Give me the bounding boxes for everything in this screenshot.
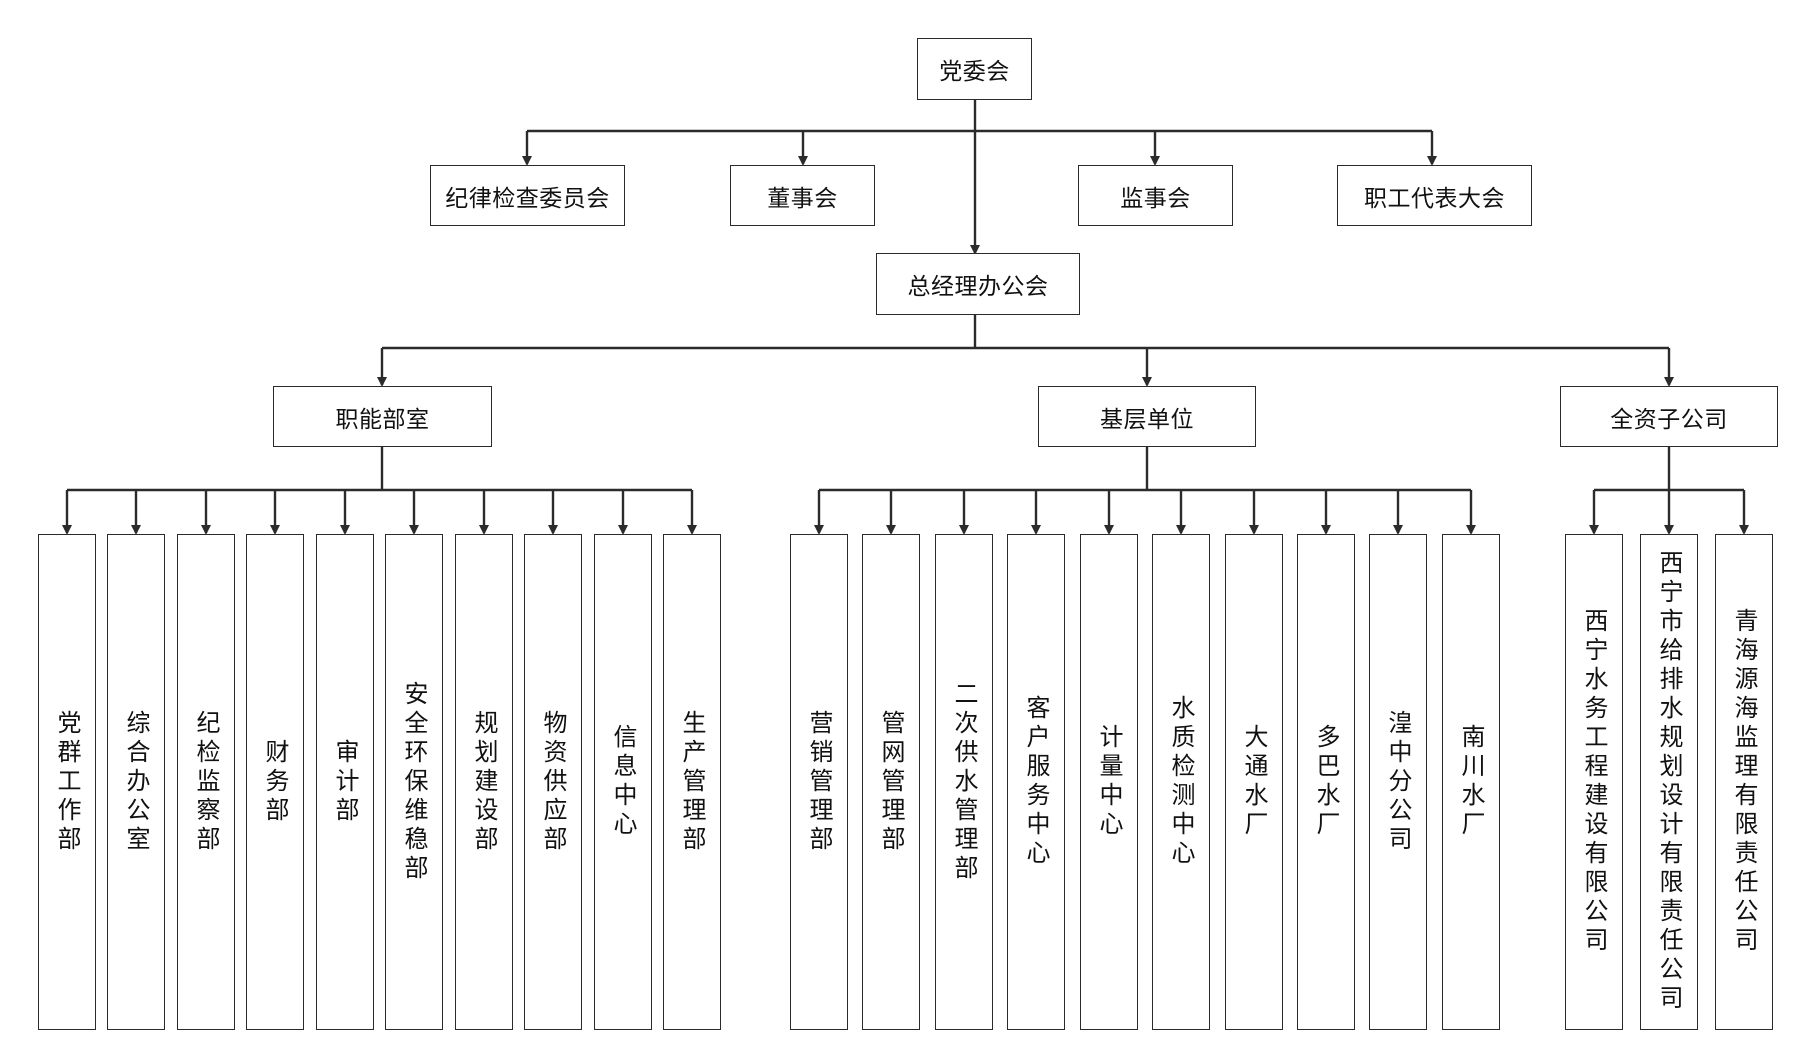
node-label: 党委会 [939, 59, 1010, 85]
unit-label: 规划建设部 [470, 709, 498, 855]
unit-box: 安全环保维稳部 [385, 534, 443, 1030]
unit-label: 南川水厂 [1457, 724, 1485, 840]
unit-box: 二次供水管理部 [935, 534, 993, 1030]
unit-box: 计量中心 [1080, 534, 1138, 1030]
unit-label: 多巴水厂 [1312, 724, 1340, 840]
node-board-of-directors: 董事会 [730, 165, 875, 226]
node-label: 全资子公司 [1610, 406, 1728, 433]
unit-label: 青海源海监理有限责任公司 [1730, 608, 1758, 956]
node-supervisory-board: 监事会 [1078, 165, 1233, 226]
unit-box: 生产管理部 [663, 534, 721, 1030]
unit-box: 管网管理部 [862, 534, 920, 1030]
unit-box: 大通水厂 [1225, 534, 1283, 1030]
node-discipline-committee: 纪律检查委员会 [430, 165, 625, 226]
node-label: 基层单位 [1100, 406, 1194, 433]
node-label: 总经理办公会 [907, 274, 1049, 300]
unit-box: 营销管理部 [790, 534, 848, 1030]
unit-label: 水质检测中心 [1167, 695, 1195, 869]
unit-box: 西宁水务工程建设有限公司 [1565, 534, 1623, 1030]
node-functional-departments: 职能部室 [273, 386, 492, 447]
unit-box: 青海源海监理有限责任公司 [1715, 534, 1773, 1030]
unit-box: 综合办公室 [107, 534, 165, 1030]
node-label: 监事会 [1120, 185, 1191, 212]
unit-box: 南川水厂 [1442, 534, 1500, 1030]
unit-label: 纪检监察部 [192, 709, 220, 855]
unit-label: 党群工作部 [53, 709, 81, 855]
unit-label: 生产管理部 [678, 709, 706, 855]
unit-label: 计量中心 [1095, 724, 1123, 840]
unit-label: 信息中心 [609, 724, 637, 840]
node-label: 职能部室 [335, 406, 430, 433]
node-workers-congress: 职工代表大会 [1337, 165, 1532, 226]
unit-box: 审计部 [316, 534, 374, 1030]
unit-label: 管网管理部 [877, 709, 905, 855]
unit-box: 多巴水厂 [1297, 534, 1355, 1030]
node-grassroots-units: 基层单位 [1038, 386, 1256, 447]
unit-label: 综合办公室 [122, 709, 150, 855]
unit-box: 信息中心 [594, 534, 652, 1030]
node-party-committee: 党委会 [917, 38, 1032, 100]
unit-label: 湟中分公司 [1384, 709, 1412, 855]
unit-box: 客户服务中心 [1007, 534, 1065, 1030]
node-label: 职工代表大会 [1364, 185, 1505, 212]
unit-label: 客户服务中心 [1022, 695, 1050, 869]
unit-label: 物资供应部 [539, 709, 567, 855]
unit-box: 物资供应部 [524, 534, 582, 1030]
node-label: 纪律检查委员会 [445, 185, 610, 212]
unit-box: 财务部 [246, 534, 304, 1030]
unit-box: 规划建设部 [455, 534, 513, 1030]
unit-box: 湟中分公司 [1369, 534, 1427, 1030]
unit-label: 营销管理部 [805, 709, 833, 855]
node-subsidiaries: 全资子公司 [1560, 386, 1778, 447]
unit-label: 二次供水管理部 [950, 680, 978, 884]
node-general-manager-office: 总经理办公会 [876, 253, 1080, 315]
unit-box: 西宁市给排水规划设计有限责任公司 [1640, 534, 1698, 1030]
node-label: 董事会 [767, 185, 838, 212]
unit-label: 审计部 [331, 738, 359, 826]
unit-box: 党群工作部 [38, 534, 96, 1030]
unit-label: 财务部 [261, 738, 289, 826]
unit-box: 纪检监察部 [177, 534, 235, 1030]
unit-label: 大通水厂 [1240, 724, 1268, 840]
unit-box: 水质检测中心 [1152, 534, 1210, 1030]
unit-label: 西宁水务工程建设有限公司 [1580, 608, 1608, 956]
unit-label: 安全环保维稳部 [400, 680, 428, 884]
unit-label: 西宁市给排水规划设计有限责任公司 [1655, 550, 1683, 1014]
